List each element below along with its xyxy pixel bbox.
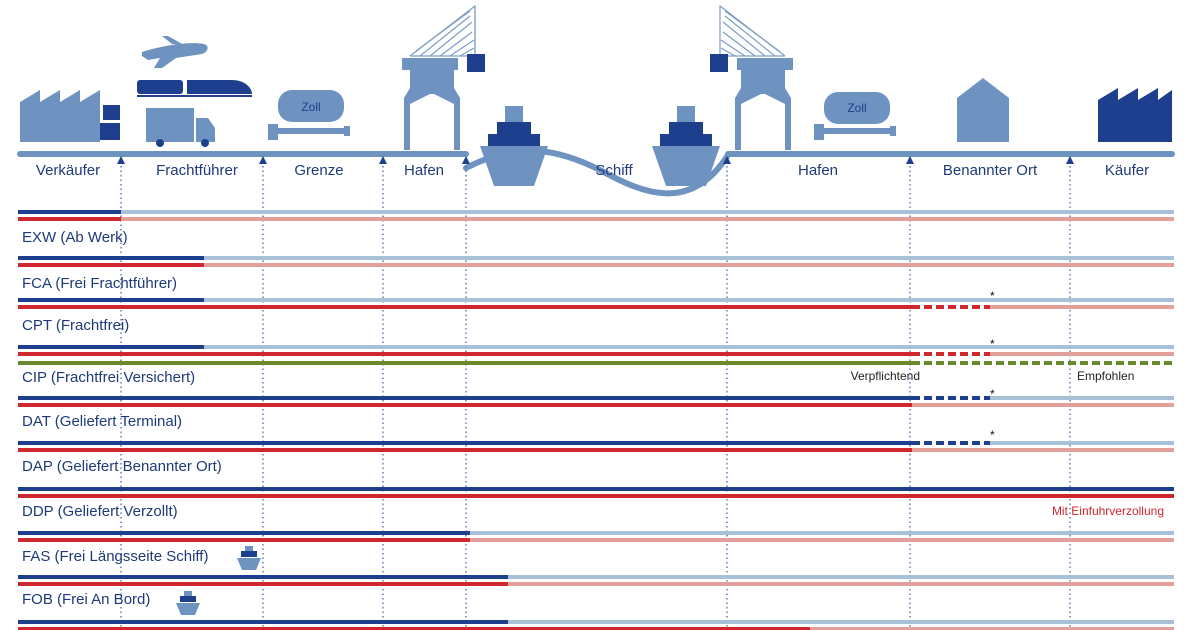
station-label-benannter-ort: Benannter Ort — [943, 162, 1038, 179]
cpt-asterisk: * — [990, 289, 995, 303]
term-label-fca: FCA (Frei Frachtführer) — [22, 275, 177, 292]
term-label-exw: EXW (Ab Werk) — [22, 229, 128, 246]
station-label-verkaeufer: Verkäufer — [36, 162, 100, 179]
route-markers — [117, 156, 1074, 164]
guide-lines — [120, 166, 1071, 630]
term-label-fas: FAS (Frei Längsseite Schiff) — [22, 548, 208, 565]
ship-icon — [480, 106, 548, 186]
ship-icon — [237, 546, 261, 570]
station-labels: Verkäufer Frachtführer Grenze Hafen Schi… — [36, 162, 1149, 179]
train-icon — [137, 80, 252, 97]
term-label-fob: FOB (Frei An Bord) — [22, 591, 150, 608]
station-label-hafen-origin: Hafen — [404, 162, 444, 179]
cip-insurance-required: Verpflichtend — [851, 369, 920, 383]
incoterm-rows — [18, 210, 1174, 630]
warehouse-icon — [957, 78, 1009, 142]
station-label-hafen-destination: Hafen — [798, 162, 838, 179]
illustration: Zoll — [17, 4, 1175, 197]
crane-icon — [710, 4, 793, 150]
dat-asterisk: * — [990, 387, 995, 401]
customs-label-right: Zoll — [847, 101, 866, 115]
box-stack-icon — [100, 105, 120, 140]
factory-icon — [1098, 88, 1172, 142]
term-label-cpt: CPT (Frachtfrei) — [22, 317, 129, 334]
annotations: Verpflichtend Empfohlen Mit Einfuhrverzo… — [851, 289, 1164, 518]
factory-icon — [20, 90, 100, 142]
term-label-ddp: DDP (Geliefert Verzollt) — [22, 503, 178, 520]
station-label-kaeufer: Käufer — [1105, 162, 1149, 179]
term-labels: EXW (Ab Werk) FCA (Frei Frachtführer) CP… — [22, 229, 222, 608]
term-label-cip: CIP (Frachtfrei Versichert) — [22, 369, 195, 386]
term-label-dap: DAP (Geliefert Benannter Ort) — [22, 458, 222, 475]
plane-icon — [142, 36, 208, 68]
ddp-note: Mit Einfuhrverzollung — [1052, 504, 1164, 518]
transport-route — [17, 147, 1175, 197]
customs-label-left: Zoll — [301, 100, 320, 114]
station-label-frachtfuehrer: Frachtführer — [156, 162, 238, 179]
dap-asterisk: * — [990, 428, 995, 442]
crane-icon — [402, 4, 485, 150]
ship-icon — [652, 106, 720, 186]
term-label-dat: DAT (Geliefert Terminal) — [22, 413, 182, 430]
customs-icon: Zoll — [268, 90, 350, 140]
ship-icon — [176, 591, 200, 615]
customs-icon: Zoll — [814, 92, 896, 140]
cip-asterisk: * — [990, 337, 995, 351]
truck-icon — [146, 108, 215, 147]
station-label-grenze: Grenze — [294, 162, 343, 179]
cip-insurance-recommended: Empfohlen — [1077, 369, 1134, 383]
station-label-schiff: Schiff — [595, 162, 633, 179]
